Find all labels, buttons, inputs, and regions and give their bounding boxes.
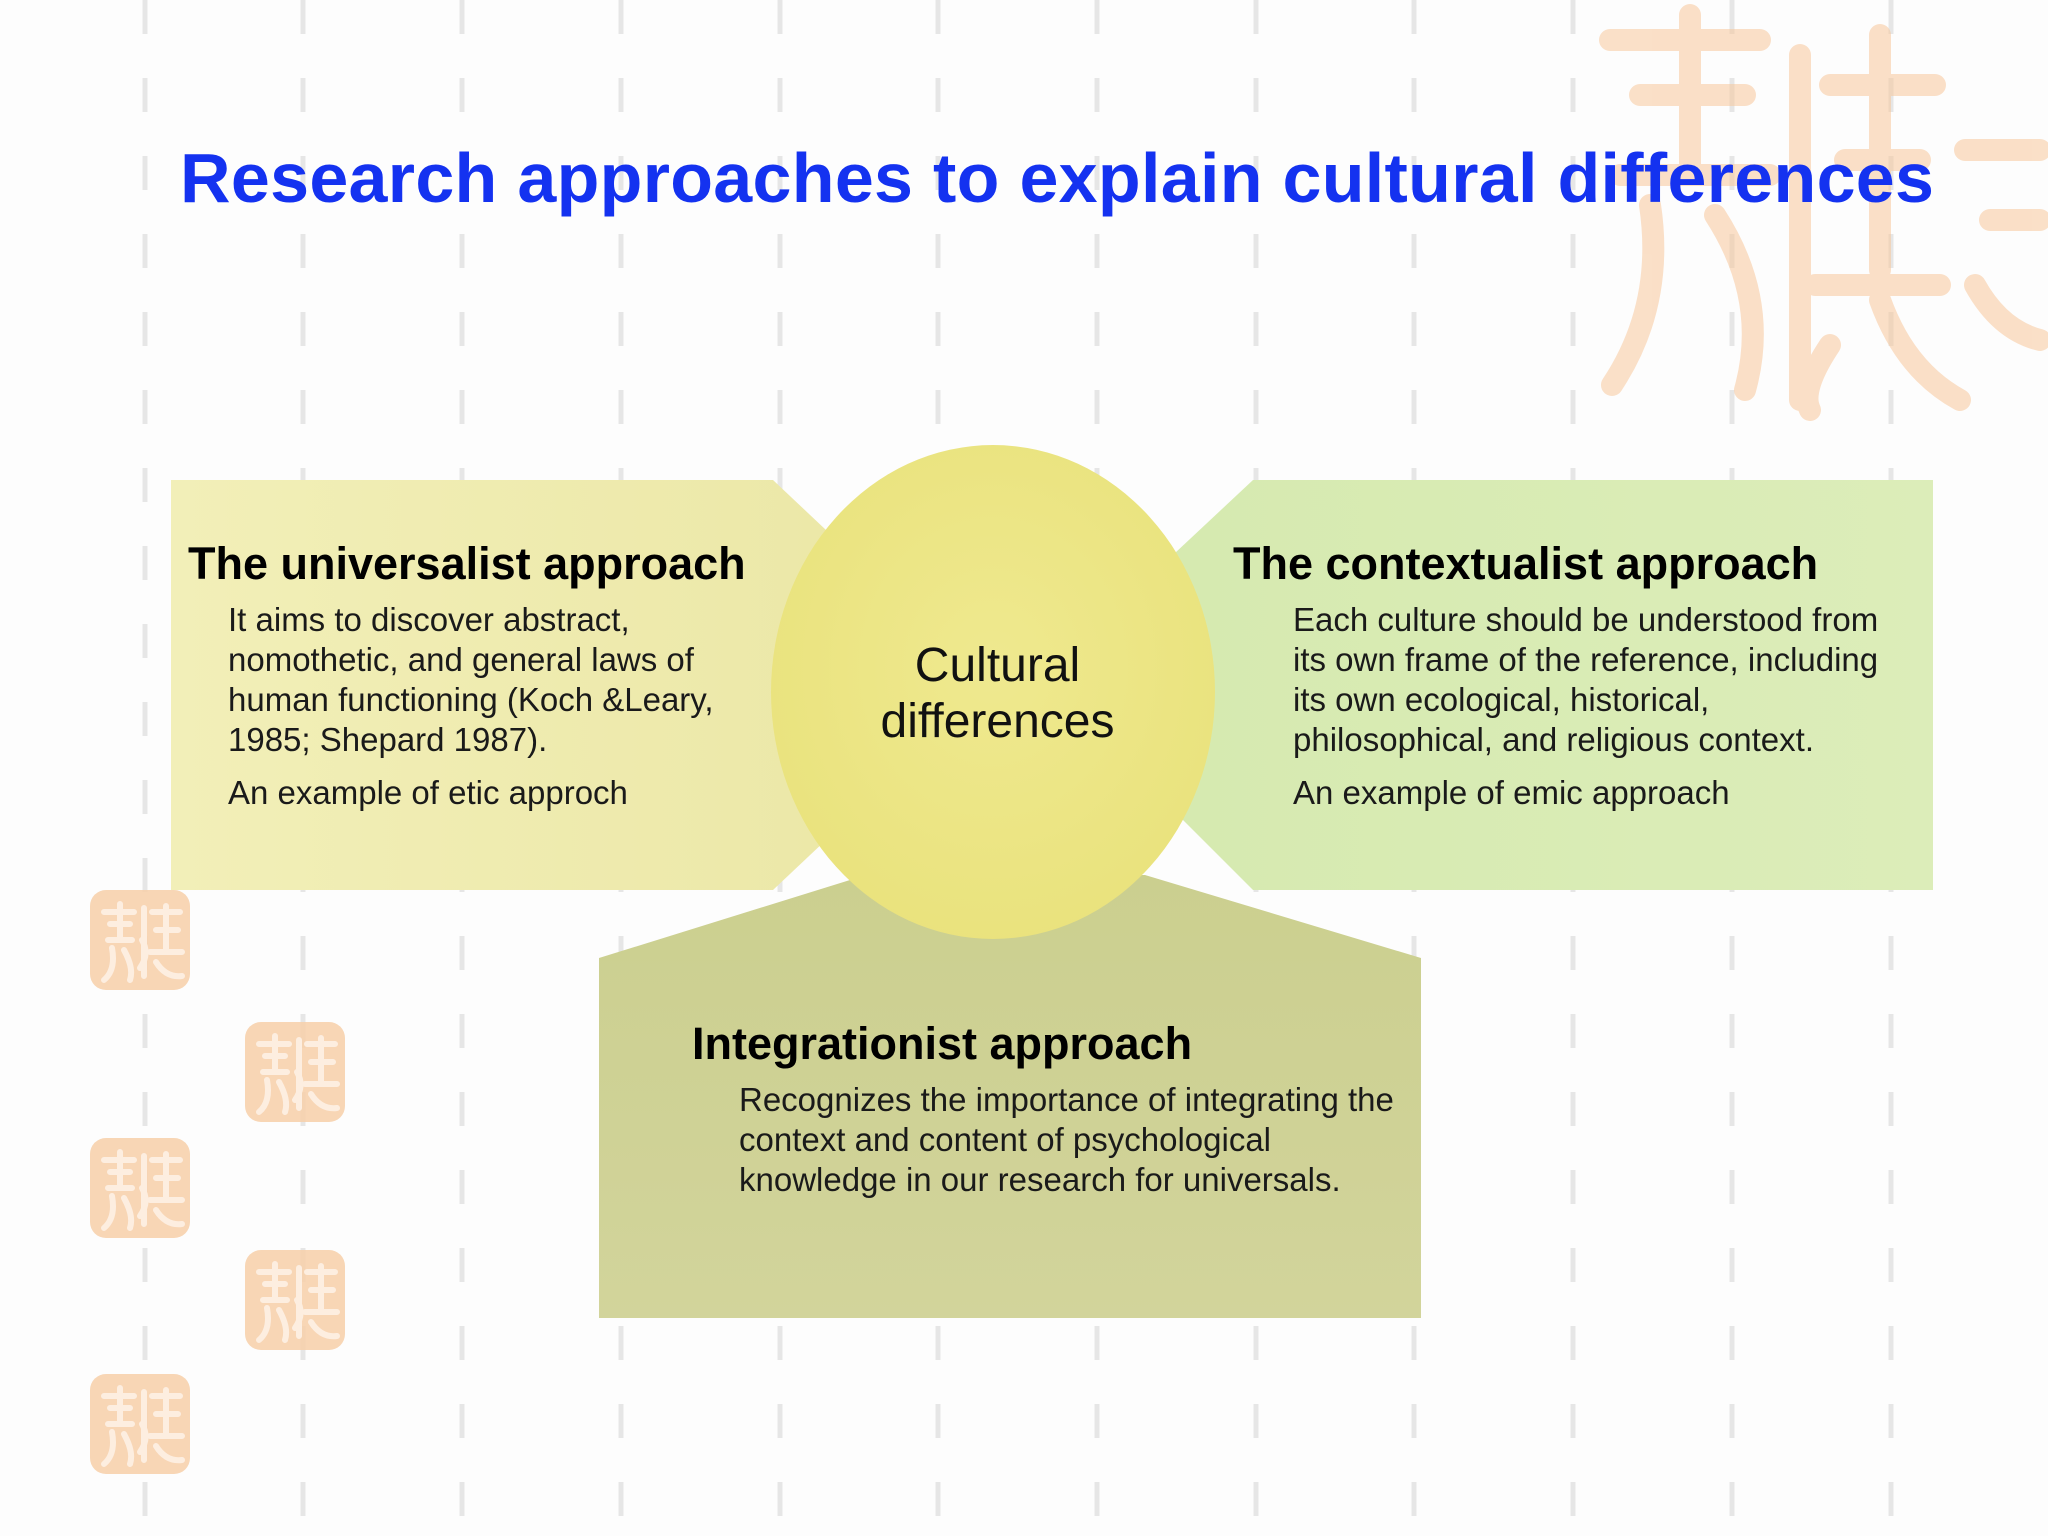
contextualist-example: An example of emic approach: [1293, 774, 1730, 811]
center-label: Cultural differences: [800, 638, 1195, 750]
center-label-line2: differences: [880, 695, 1115, 748]
center-circle: [771, 445, 1215, 939]
seal-icon: [245, 1022, 345, 1122]
integrationist-panel: [599, 875, 1421, 1318]
integrationist-text-block: Integrationist approach Recognizes the i…: [692, 1018, 1412, 1213]
contextualist-panel: [1175, 480, 1933, 890]
universalist-example: An example of etic approch: [228, 774, 628, 811]
integrationist-heading: Integrationist approach: [692, 1018, 1193, 1069]
universalist-panel: [171, 480, 826, 890]
contextualist-text-block: The contextualist approach Each culture …: [1233, 538, 1913, 826]
seal-icon: [90, 1138, 190, 1238]
integrationist-body: Recognizes the importance of integrating…: [739, 1081, 1394, 1198]
contextualist-heading: The contextualist approach: [1233, 538, 1819, 589]
contextualist-body: Each culture should be understood from i…: [1293, 601, 1879, 758]
universalist-heading: The universalist approach: [188, 538, 746, 589]
calligraphy-decoration: [1599, 4, 2048, 421]
seal-icon: [90, 890, 190, 990]
slide-title: Research approaches to explain cultural …: [180, 139, 1935, 217]
seal-icon: [90, 1374, 190, 1474]
universalist-text-block: The universalist approach It aims to dis…: [188, 538, 788, 826]
universalist-body: It aims to discover abstract, nomothetic…: [228, 601, 714, 758]
center-label-line1: Cultural: [914, 639, 1081, 692]
seal-icon: [245, 1250, 345, 1350]
